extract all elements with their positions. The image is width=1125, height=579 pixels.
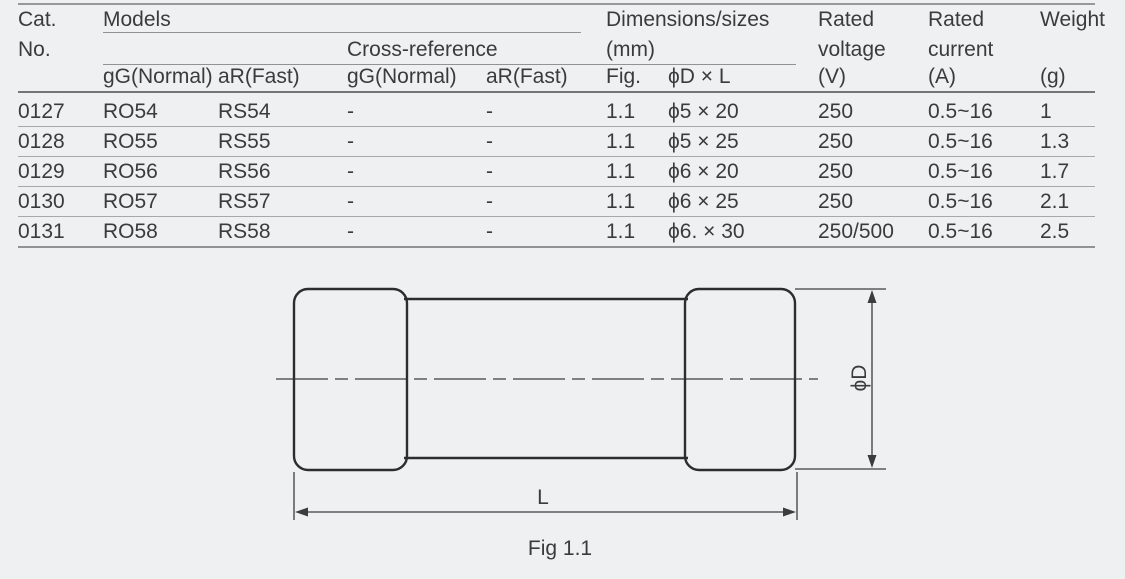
table-cell: 0.5~16	[928, 220, 993, 243]
subheader-voltage-unit: (V)	[818, 65, 846, 88]
header-cat: Cat.	[18, 8, 57, 31]
table-row: 0130 RO57 RS57 - - 1.1 ϕ6 × 25 250 0.5~16 2.1	[0, 187, 1125, 217]
table-row: 0128 RO55 RS55 - - 1.1 ϕ5 × 25 250 0.5~16 1.3	[0, 127, 1125, 157]
length-label: L	[537, 486, 549, 509]
table-cell: RO58	[103, 220, 158, 243]
table-cell: 0127	[18, 100, 65, 123]
header-models: Models	[103, 8, 171, 31]
table-cell: RS58	[218, 220, 271, 243]
table-cell: 1.1	[606, 130, 636, 153]
subheader-xref-gg: gG(Normal)	[347, 65, 457, 88]
table-cell: 250	[818, 130, 854, 153]
table-cell: -	[486, 130, 493, 153]
arrow-right-icon	[783, 507, 796, 517]
table-cell: 1	[1040, 100, 1052, 123]
table-cell: 1.1	[606, 100, 636, 123]
table-cell: 250	[818, 160, 854, 183]
table-cell: -	[486, 220, 493, 243]
table-cell: 250/500	[818, 220, 894, 243]
table-cell: 2.1	[1040, 190, 1070, 213]
table-cell: -	[486, 190, 493, 213]
table-cell: -	[347, 100, 354, 123]
table-cell: RO56	[103, 160, 158, 183]
row-separator	[18, 186, 1095, 188]
table-top-border	[18, 3, 1095, 5]
header-dimensions: Dimensions/sizes	[606, 8, 770, 31]
table-cell: 0129	[18, 160, 65, 183]
arrow-down-icon	[867, 455, 877, 468]
table-cell: -	[347, 160, 354, 183]
header-weight: Weight	[1040, 8, 1105, 31]
table-row: 0131 RO58 RS58 - - 1.1 ϕ6. × 30 250/500 0.5~16 2.…	[0, 217, 1125, 247]
subheader-fig: Fig.	[606, 65, 642, 88]
table-cell: -	[347, 130, 354, 153]
row-separator	[18, 156, 1095, 158]
arrow-up-icon	[867, 290, 877, 303]
header-voltage-word: voltage	[818, 38, 886, 61]
table-cell: 0131	[18, 220, 65, 243]
table-cell: 1.7	[1040, 160, 1070, 183]
table-cell: ϕ5 × 20	[668, 100, 739, 123]
table-header-row-3: gG(Normal) aR(Fast) gG(Normal) aR(Fast) …	[0, 64, 1125, 90]
figure-caption: Fig 1.1	[528, 537, 592, 560]
subheader-dxl: ϕD × L	[668, 65, 731, 88]
header-cross-reference: Cross-reference	[347, 38, 498, 61]
table-cell: 0.5~16	[928, 190, 993, 213]
table-cell: ϕ5 × 25	[668, 130, 739, 153]
table-cell: -	[486, 100, 493, 123]
header-cat-no: No.	[18, 38, 51, 61]
table-cell: RO57	[103, 190, 158, 213]
subheader-current-unit: (A)	[928, 65, 956, 88]
table-cell: 0128	[18, 130, 65, 153]
subheader-models-ar: aR(Fast)	[218, 65, 300, 88]
table-row: 0127 RO54 RS54 - - 1.1 ϕ5 × 20 250 0.5~16 1	[0, 97, 1125, 127]
table-cell: RS55	[218, 130, 271, 153]
diameter-label: ϕD	[848, 365, 871, 392]
table-cell: 0130	[18, 190, 65, 213]
table-cell: -	[347, 220, 354, 243]
subheader-models-gg: gG(Normal)	[103, 65, 213, 88]
models-group-underline	[103, 32, 581, 34]
row-separator	[18, 126, 1095, 128]
subgroup-underline	[103, 64, 796, 66]
table-cell: ϕ6 × 25	[668, 190, 739, 213]
header-rated-voltage: Rated	[818, 8, 875, 31]
header-current-word: current	[928, 38, 994, 61]
fuse-right-cap	[683, 287, 797, 472]
table-cell: RS56	[218, 160, 271, 183]
table-header-row-1: Cat. Models Dimensions/sizes Rated Rated…	[0, 6, 1125, 34]
table-cell: 0.5~16	[928, 160, 993, 183]
table-cell: RO55	[103, 130, 158, 153]
table-cell: 250	[818, 100, 854, 123]
fuse-left-cap	[292, 287, 409, 472]
header-dimensions-unit: (mm)	[606, 38, 655, 61]
subheader-xref-ar: aR(Fast)	[486, 65, 568, 88]
table-cell: 0.5~16	[928, 130, 993, 153]
table-cell: -	[486, 160, 493, 183]
table-cell: -	[347, 190, 354, 213]
table-cell: RO54	[103, 100, 158, 123]
header-bottom-border	[18, 91, 1095, 93]
table-cell: 1.1	[606, 190, 636, 213]
table-header-row-2: No. Cross-reference (mm) voltage current	[0, 36, 1125, 64]
table-bottom-border	[18, 246, 1095, 248]
table-cell: RS54	[218, 100, 271, 123]
table-cell: 0.5~16	[928, 100, 993, 123]
table-cell: ϕ6 × 20	[668, 160, 739, 183]
table-cell: 250	[818, 190, 854, 213]
table-row: 0129 RO56 RS56 - - 1.1 ϕ6 × 20 250 0.5~16 1.7	[0, 157, 1125, 187]
table-cell: 1.1	[606, 160, 636, 183]
table-cell: 2.5	[1040, 220, 1070, 243]
table-cell: 1.1	[606, 220, 636, 243]
header-rated-current: Rated	[928, 8, 985, 31]
table-cell: RS57	[218, 190, 271, 213]
table-cell: ϕ6. × 30	[668, 220, 745, 243]
subheader-weight-unit: (g)	[1040, 65, 1066, 88]
table-cell: 1.3	[1040, 130, 1070, 153]
row-separator	[18, 216, 1095, 218]
arrow-left-icon	[295, 507, 308, 517]
